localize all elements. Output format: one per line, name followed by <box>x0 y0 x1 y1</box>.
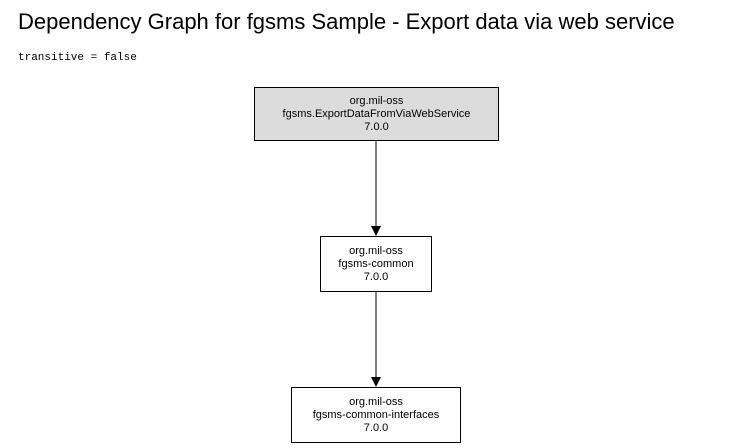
node-version: 7.0.0 <box>364 120 389 133</box>
node-version: 7.0.0 <box>363 270 389 283</box>
node-artifact: fgsms-common <box>338 257 414 270</box>
node-export-data-from-via-web-service[interactable]: org.mil-oss fgsms.ExportDataFromViaWebSe… <box>254 87 499 141</box>
node-group: org.mil-oss <box>349 395 403 408</box>
transitive-setting: transitive = false <box>18 52 137 64</box>
node-fgsms-common-interfaces[interactable]: org.mil-oss fgsms-common-interfaces 7.0.… <box>291 387 461 443</box>
node-artifact: fgsms-common-interfaces <box>312 408 440 421</box>
node-fgsms-common[interactable]: org.mil-oss fgsms-common 7.0.0 <box>320 236 432 292</box>
node-group: org.mil-oss <box>349 94 404 107</box>
node-artifact: fgsms.ExportDataFromViaWebService <box>282 107 471 120</box>
page-title: Dependency Graph for fgsms Sample - Expo… <box>18 9 675 34</box>
node-group: org.mil-oss <box>349 244 403 257</box>
node-version: 7.0.0 <box>363 421 389 434</box>
